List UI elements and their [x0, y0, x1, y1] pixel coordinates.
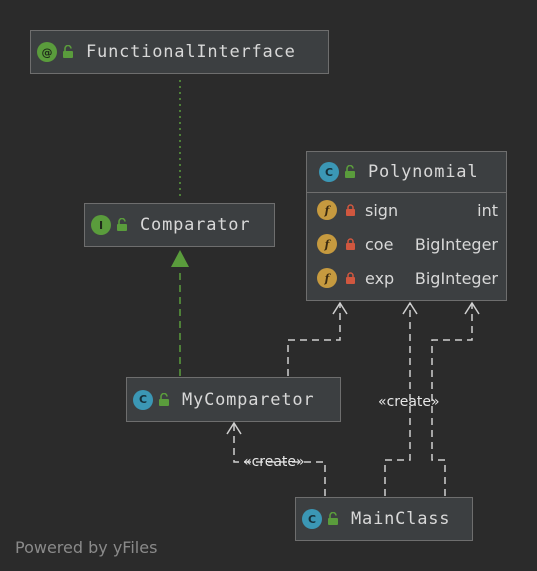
node-title: MainClass: [351, 509, 451, 529]
class-icon: C: [319, 162, 339, 182]
node-title: FunctionalInterface: [86, 42, 296, 62]
node-title: Polynomial: [368, 162, 479, 182]
class-runnable-icon: C: [302, 509, 322, 529]
private-lock-icon: [346, 272, 355, 284]
edge-mainclass-to-polynomial-create[interactable]: [384, 303, 411, 496]
field-icon: f: [317, 268, 337, 288]
node-title: MyComparetor: [182, 389, 315, 410]
interface-icon: I: [91, 215, 111, 235]
divider: [307, 192, 506, 193]
class-icon: C: [133, 389, 153, 410]
create-arrowhead-polynomial: [402, 301, 418, 315]
unlocked-icon: [63, 45, 73, 58]
field-type: BigInteger: [414, 234, 498, 254]
field-row[interactable]: f sign int: [307, 193, 506, 227]
field-row[interactable]: f exp BigInteger: [307, 261, 506, 295]
unlocked-icon: [328, 512, 338, 525]
field-type: int: [477, 200, 498, 220]
edge-label-create-mycomparetor: «create»: [243, 454, 305, 470]
node-mycomparetor[interactable]: C MyComparetor: [126, 377, 341, 422]
unlocked-icon: [117, 218, 127, 231]
unlocked-icon: [159, 392, 169, 406]
dependency-arrowhead: [332, 301, 348, 315]
field-type: BigInteger: [414, 268, 498, 288]
edge-mycomparetor-to-polynomial[interactable]: [287, 303, 341, 376]
unlocked-icon: [345, 165, 355, 178]
edge-mainclass-to-polynomial[interactable]: [431, 303, 473, 496]
watermark: Powered by yFiles: [15, 538, 158, 557]
field-icon: f: [317, 234, 337, 254]
node-mainclass[interactable]: C MainClass: [295, 497, 473, 541]
private-lock-icon: [346, 238, 355, 250]
edge-mainclass-to-mycomparetor-create[interactable]: [233, 423, 326, 496]
field-icon: f: [317, 200, 337, 220]
private-lock-icon: [346, 204, 355, 216]
node-header: C Polynomial: [307, 152, 506, 192]
field-name: exp: [365, 268, 395, 288]
field-row[interactable]: f coe BigInteger: [307, 227, 506, 261]
node-comparator[interactable]: I Comparator: [84, 203, 275, 247]
edge-label-create-polynomial: «create»: [378, 394, 440, 410]
node-title: Comparator: [140, 215, 251, 235]
node-polynomial[interactable]: C Polynomial f sign int f coe BigInteger…: [306, 151, 507, 301]
dependency-arrowhead-polynomial: [464, 301, 480, 315]
field-name: coe: [365, 234, 394, 254]
implements-arrowhead: [171, 250, 189, 267]
create-arrowhead-mycomparetor: [226, 421, 242, 435]
annotation-icon: @: [37, 42, 57, 62]
node-functional-interface[interactable]: @ FunctionalInterface: [30, 30, 329, 74]
field-name: sign: [365, 200, 399, 220]
